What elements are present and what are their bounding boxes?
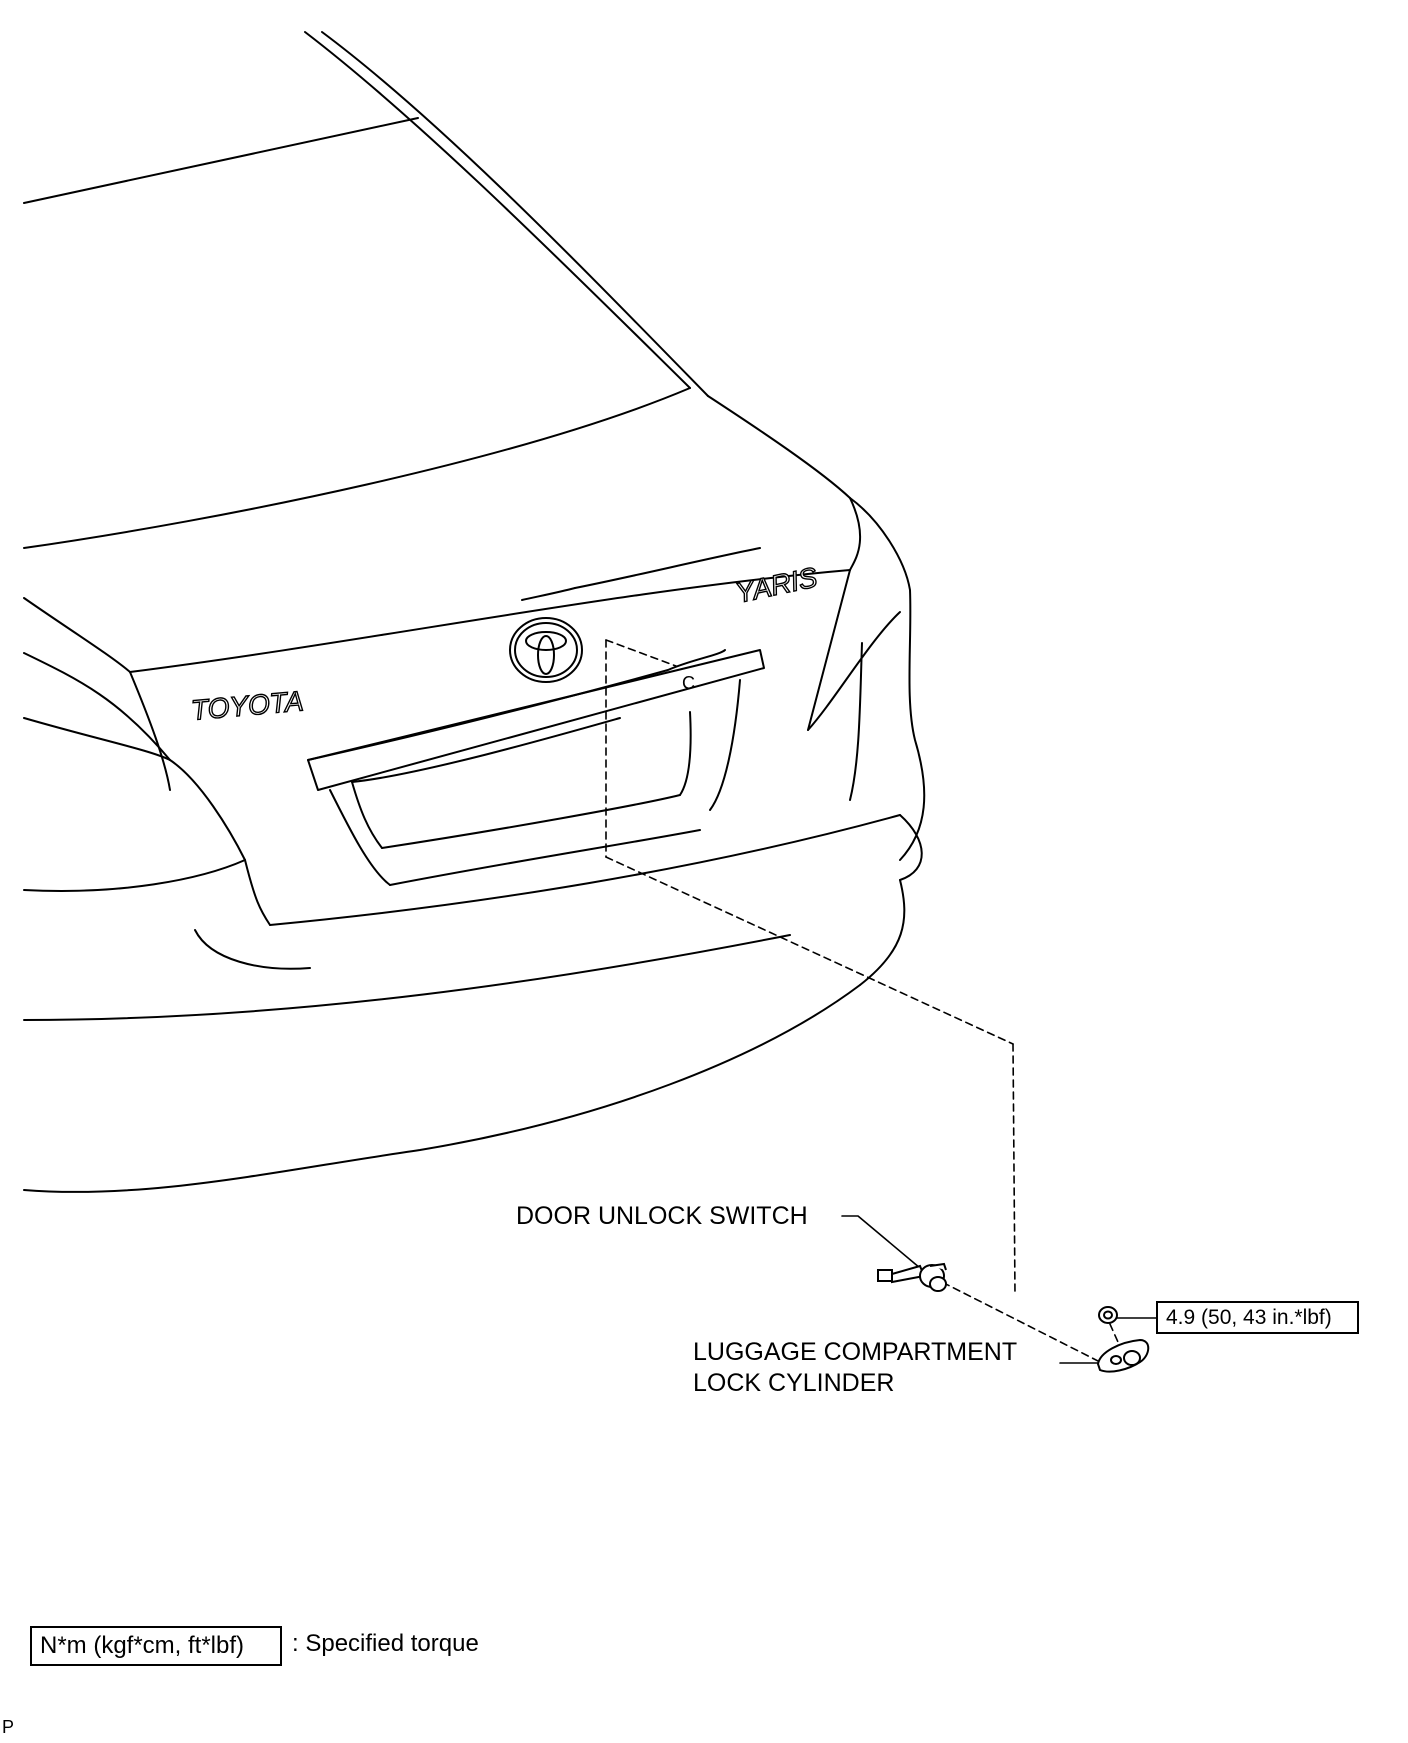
- clip-marker-label: C: [682, 673, 695, 693]
- model-emblem-text: YARIS: [733, 561, 820, 609]
- luggage-lock-cylinder-label: LUGGAGE COMPARTMENT LOCK CYLINDER: [693, 1337, 1017, 1399]
- left-tail-lamp-outline: [23, 597, 271, 926]
- trunk-garnish: [307, 649, 765, 791]
- legend-description: : Specified torque: [292, 1630, 479, 1657]
- luggage-lock-cylinder-part: [1096, 1338, 1150, 1373]
- toyota-emblem: [509, 617, 583, 683]
- door-unlock-switch-label: DOOR UNLOCK SWITCH: [516, 1202, 808, 1230]
- luggage-label-line-2: LOCK CYLINDER: [693, 1369, 895, 1397]
- trunk-lid-outline: [129, 395, 926, 861]
- torque-spec-box: 4.9 (50, 43 in.*lbf): [1156, 1301, 1359, 1334]
- door-unlock-switch-part: [877, 1262, 947, 1292]
- rear-window-outline: [23, 31, 709, 549]
- dashed-leader-lines: [605, 639, 1119, 1363]
- corner-code: P: [2, 1717, 15, 1737]
- nut-part: [1098, 1306, 1118, 1324]
- callout-leaders: [841, 1215, 1157, 1364]
- license-plate-recess: [307, 649, 741, 886]
- legend-units-box: N*m (kgf*cm, ft*lbf): [30, 1626, 282, 1666]
- rear-bumper-outline: [23, 814, 923, 1193]
- brand-emblem-text: TOYOTA: [190, 685, 305, 726]
- luggage-label-line-1: LUGGAGE COMPARTMENT: [693, 1338, 1018, 1366]
